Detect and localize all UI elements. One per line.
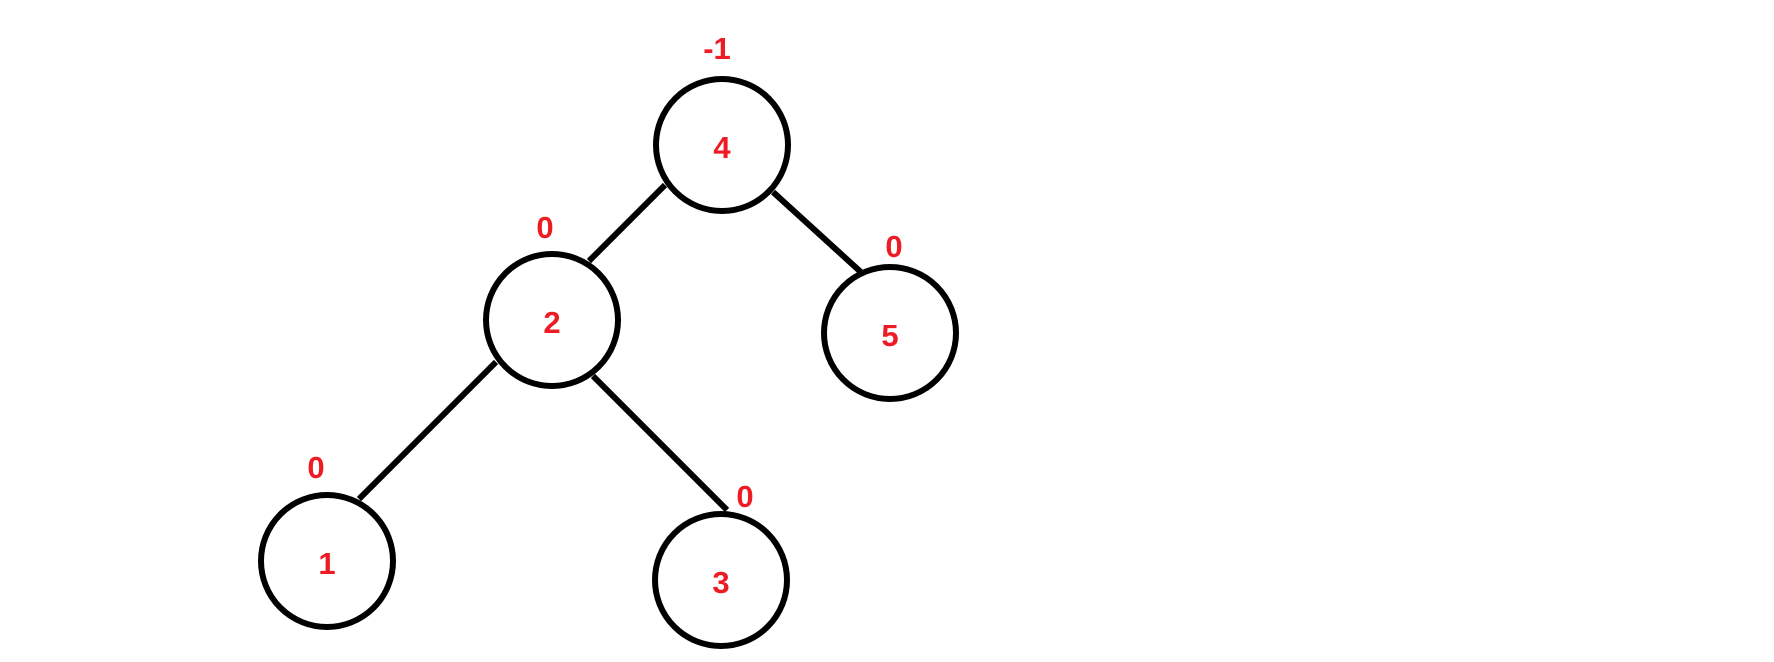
node-value-2: 2 [543, 305, 560, 340]
tree-node-circle-2 [483, 251, 621, 389]
node-annotation-3: 0 [736, 479, 753, 514]
node-annotation-2: 0 [536, 210, 553, 245]
tree-edge-n2-n1 [356, 359, 499, 502]
node-value-5: 5 [881, 318, 898, 353]
tree-node-circle-1 [258, 492, 396, 630]
tree-node-circle-3 [652, 511, 790, 649]
tree-node-circle-4 [653, 76, 791, 214]
tree-edge-n4-n2 [586, 182, 668, 264]
node-value-3: 3 [712, 565, 729, 600]
tree-node-circle-5 [821, 264, 959, 402]
node-value-1: 1 [318, 546, 335, 581]
node-value-4: 4 [713, 130, 731, 165]
node-annotation-4: -1 [703, 31, 731, 66]
tree-edge-n4-n5 [770, 189, 866, 277]
node-annotation-1: 0 [307, 450, 324, 485]
node-annotation-5: 0 [885, 229, 902, 264]
tree-edge-n2-n3 [590, 373, 730, 513]
